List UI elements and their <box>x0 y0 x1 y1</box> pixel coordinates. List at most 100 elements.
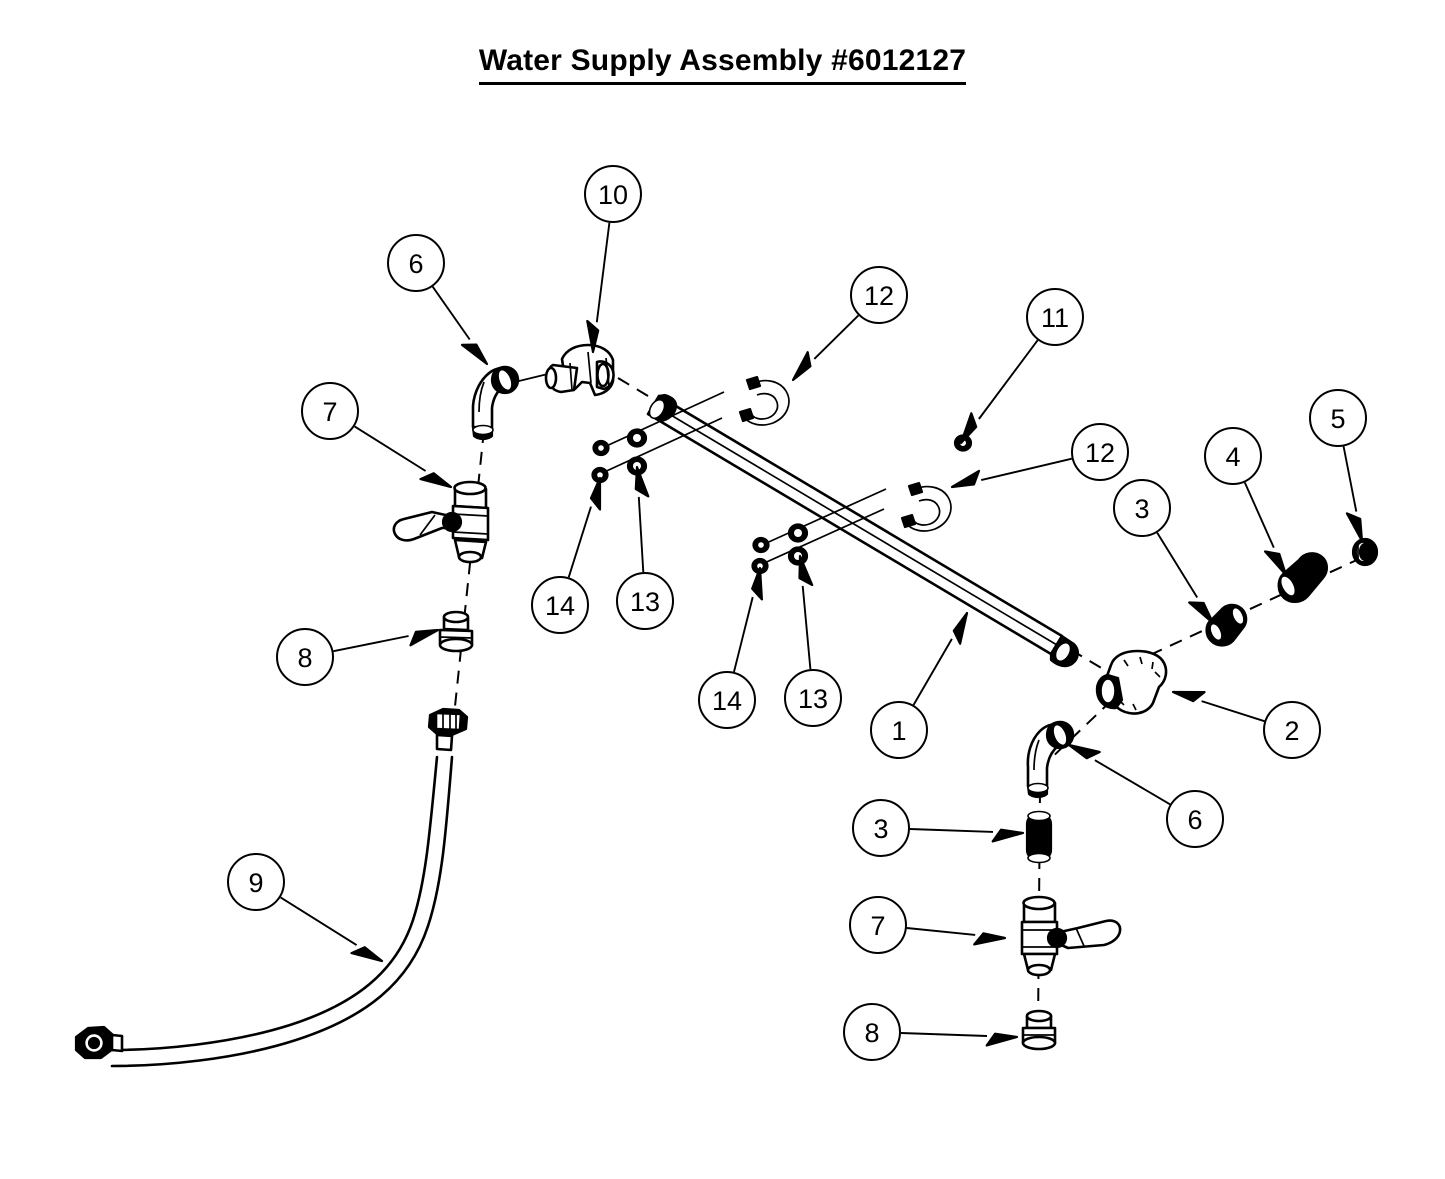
arrowhead <box>1067 743 1101 760</box>
leader-line <box>595 222 611 323</box>
callout-14[interactable]: 14 <box>698 566 764 729</box>
callout-number: 14 <box>545 591 575 621</box>
leader-line <box>909 828 994 833</box>
arrowhead <box>1188 601 1215 625</box>
callout-12[interactable]: 12 <box>950 423 1129 489</box>
part-u-bolt-12-upper <box>738 375 790 426</box>
callout-bubble[interactable] <box>1071 423 1129 481</box>
callout-bubble[interactable] <box>1309 389 1367 447</box>
callout-10[interactable]: 10 <box>584 165 642 354</box>
part-hex-nut-4 <box>1277 552 1328 603</box>
part-ball-valve-7-left <box>392 480 490 564</box>
callout-bubble[interactable] <box>852 799 910 857</box>
callout-3[interactable]: 3 <box>1113 479 1215 625</box>
leader-line <box>1342 446 1358 512</box>
callout-11[interactable]: 11 <box>959 288 1084 445</box>
callout-number: 6 <box>408 249 423 279</box>
callout-2[interactable]: 2 <box>1171 690 1321 759</box>
arrowhead <box>460 343 489 366</box>
callout-bubble[interactable] <box>850 266 908 324</box>
callout-14[interactable]: 14 <box>531 476 602 634</box>
callout-7[interactable]: 7 <box>301 382 453 489</box>
callout-bubble[interactable] <box>1026 288 1084 346</box>
part-elbow-fitting-10 <box>544 343 615 397</box>
callout-bubble[interactable] <box>1204 427 1262 485</box>
callout-bubble[interactable] <box>531 576 589 634</box>
part-street-elbow-6-left <box>471 365 520 441</box>
centerline-tee-to-elbow <box>1045 699 1113 764</box>
part-u-bolt-12-lower <box>900 481 952 532</box>
part-nipple-3-right-branch <box>1205 603 1248 647</box>
callout-number: 7 <box>322 397 337 427</box>
callout-bubble[interactable] <box>276 628 334 686</box>
part-flexible-hose-9 <box>74 707 469 1068</box>
part-street-elbow-6-right <box>1026 720 1075 799</box>
callout-4[interactable]: 4 <box>1204 427 1288 577</box>
leader-line <box>900 1032 988 1037</box>
leader-line <box>978 339 1039 420</box>
callout-bubble[interactable] <box>227 853 285 911</box>
callout-6[interactable]: 6 <box>387 234 489 366</box>
callout-6[interactable]: 6 <box>1067 743 1224 848</box>
callout-number: 1 <box>891 716 906 746</box>
callout-bubble[interactable] <box>584 165 642 223</box>
leader-line <box>813 314 860 360</box>
callout-number: 9 <box>248 868 263 898</box>
callout-3[interactable]: 3 <box>852 799 1025 857</box>
leader-line <box>431 286 471 341</box>
callout-9[interactable]: 9 <box>227 853 384 963</box>
leader-line <box>280 896 358 946</box>
callout-12[interactable]: 12 <box>791 266 908 382</box>
leader-line <box>912 638 953 706</box>
leader-line <box>567 506 592 578</box>
callout-bubble[interactable] <box>843 1003 901 1061</box>
callout-bubble[interactable] <box>301 382 359 440</box>
part-long-pipe <box>646 393 1079 668</box>
arrowhead <box>952 611 969 645</box>
callout-1[interactable]: 1 <box>870 611 969 759</box>
callout-8[interactable]: 8 <box>843 1003 1019 1061</box>
leader-line <box>801 585 812 670</box>
callout-bubble[interactable] <box>849 896 907 954</box>
part-hose-barb-8-right <box>1021 1009 1057 1051</box>
arrowhead <box>589 476 602 511</box>
arrowhead <box>1171 690 1206 703</box>
leader-line <box>333 635 409 653</box>
callout-bubble[interactable] <box>387 234 445 292</box>
arrowhead <box>973 932 1007 946</box>
callout-13[interactable]: 13 <box>616 465 674 630</box>
callout-bubble[interactable] <box>1263 701 1321 759</box>
callout-7[interactable]: 7 <box>849 896 1007 954</box>
callout-number: 13 <box>630 587 660 617</box>
callout-5[interactable]: 5 <box>1309 389 1367 543</box>
callout-bubble[interactable] <box>784 669 842 727</box>
callout-number: 8 <box>864 1018 879 1048</box>
callout-bubble[interactable] <box>870 701 928 759</box>
callout-13[interactable]: 13 <box>784 554 842 727</box>
centerline-right-branch <box>1149 552 1373 656</box>
leader-line <box>1094 759 1171 806</box>
arrowhead <box>1263 550 1288 577</box>
callout-bubble[interactable] <box>1166 790 1224 848</box>
part-fasteners-lower <box>751 488 887 575</box>
callout-number: 3 <box>1134 494 1149 524</box>
callout-bubble[interactable] <box>616 572 674 630</box>
leader-line <box>354 425 427 472</box>
arrowhead <box>1345 512 1364 543</box>
callout-number: 11 <box>1041 303 1069 333</box>
leader-line <box>1201 700 1265 723</box>
arrowhead <box>985 1032 1019 1047</box>
part-washer-cap-5 <box>1351 537 1379 567</box>
arrowhead <box>950 469 981 489</box>
callout-bubble[interactable] <box>1113 479 1171 537</box>
leader-line <box>637 496 645 573</box>
part-ball-valve-7-right <box>1020 895 1122 977</box>
callout-8[interactable]: 8 <box>276 628 440 686</box>
arrowhead <box>959 412 978 445</box>
callout-bubble[interactable] <box>698 671 756 729</box>
callout-number: 2 <box>1284 716 1299 746</box>
callout-number: 12 <box>864 281 894 311</box>
callout-number: 3 <box>873 814 888 844</box>
